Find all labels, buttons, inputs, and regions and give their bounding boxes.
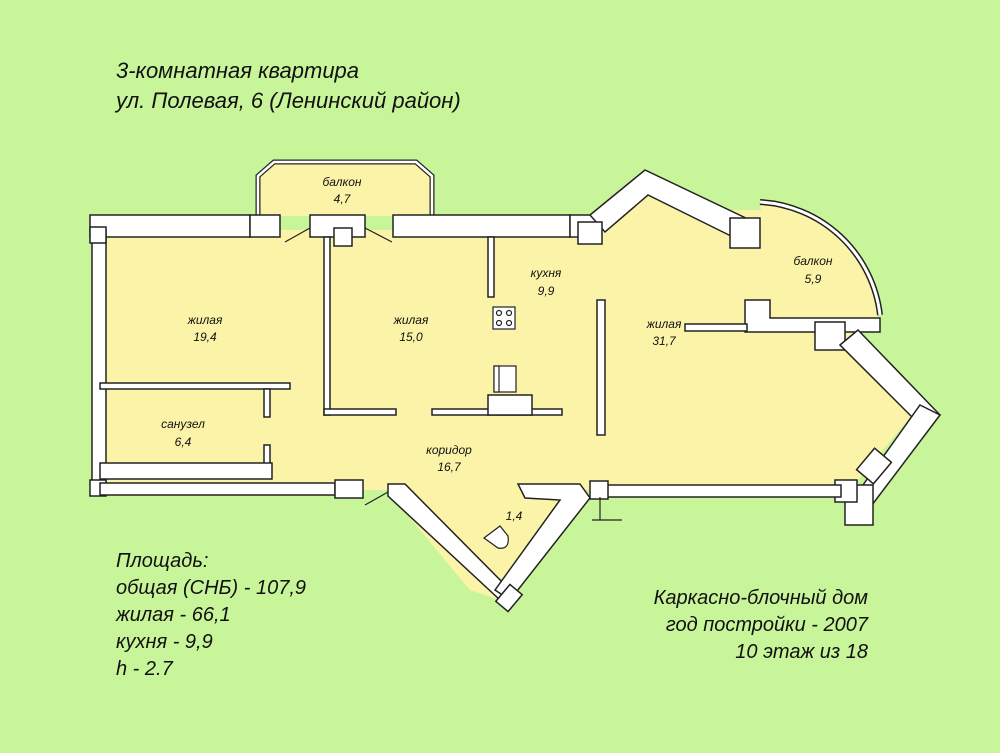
walls (89, 159, 942, 613)
area-kitchen: кухня - 9,9 (116, 631, 213, 653)
balcony-right-area: 5,9 (805, 272, 822, 286)
wall-balcony-base (744, 299, 881, 333)
living3-area: 31,7 (652, 334, 677, 348)
toilet-icon (482, 525, 509, 549)
room-labels: балкон 4,7 жилая 19,4 жилая 15,0 кухня 9… (161, 175, 833, 523)
bathroom-area: 6,4 (175, 435, 192, 449)
area-total: общая (СНБ) - 107,9 (116, 577, 307, 599)
balcony-top-floor (260, 162, 430, 216)
corridor-name: коридор (426, 443, 472, 457)
living1-name: жилая (187, 313, 223, 327)
toilet-area: 1,4 (506, 509, 523, 523)
fixtures (482, 306, 517, 549)
area-heading: Площадь: (116, 550, 209, 572)
wall-bath-top (99, 382, 291, 390)
balcony-right-floor (760, 200, 878, 318)
building-info: Каркасно-блочный дом год постройки - 200… (654, 585, 868, 666)
living3-name: жилая (646, 317, 682, 331)
balcony-top-area: 4,7 (334, 192, 352, 206)
building-type: Каркасно-блочный дом (653, 587, 868, 609)
building-floor: 10 этаж из 18 (735, 641, 868, 663)
wall-bottom-right (605, 484, 842, 498)
plan-title: 3-комнатная квартира (116, 58, 360, 83)
plan-address: ул. Полевая, 6 (Ленинский район) (116, 88, 461, 113)
balcony-right-name: балкон (794, 254, 833, 268)
wall-left (91, 229, 107, 496)
area-living: жилая - 66,1 (116, 604, 231, 626)
living1-area: 19,4 (193, 330, 217, 344)
wall-bath-bottom (99, 462, 273, 480)
living2-area: 15,0 (399, 330, 423, 344)
area-summary: Площадь: общая (СНБ) - 107,9 жилая - 66,… (116, 548, 306, 683)
kitchen-area: 9,9 (538, 284, 555, 298)
stove-icon (492, 306, 516, 330)
building-year: год постройки - 2007 (665, 614, 868, 636)
floor-areas (100, 162, 920, 600)
area-height: h - 2.7 (116, 658, 173, 680)
wall-living2-left (323, 236, 331, 416)
wall-partition (596, 299, 606, 436)
wall-bottom-left (99, 482, 336, 496)
wall-top-left (89, 214, 251, 238)
bathroom-name: санузел (161, 417, 205, 431)
big-room-floor (580, 190, 920, 490)
balcony-top-name: балкон (323, 175, 362, 189)
living2-name: жилая (393, 313, 429, 327)
door-markers (284, 227, 622, 521)
kitchen-name: кухня (531, 266, 562, 280)
corridor-area: 16,7 (437, 460, 462, 474)
central-floor (330, 230, 610, 490)
